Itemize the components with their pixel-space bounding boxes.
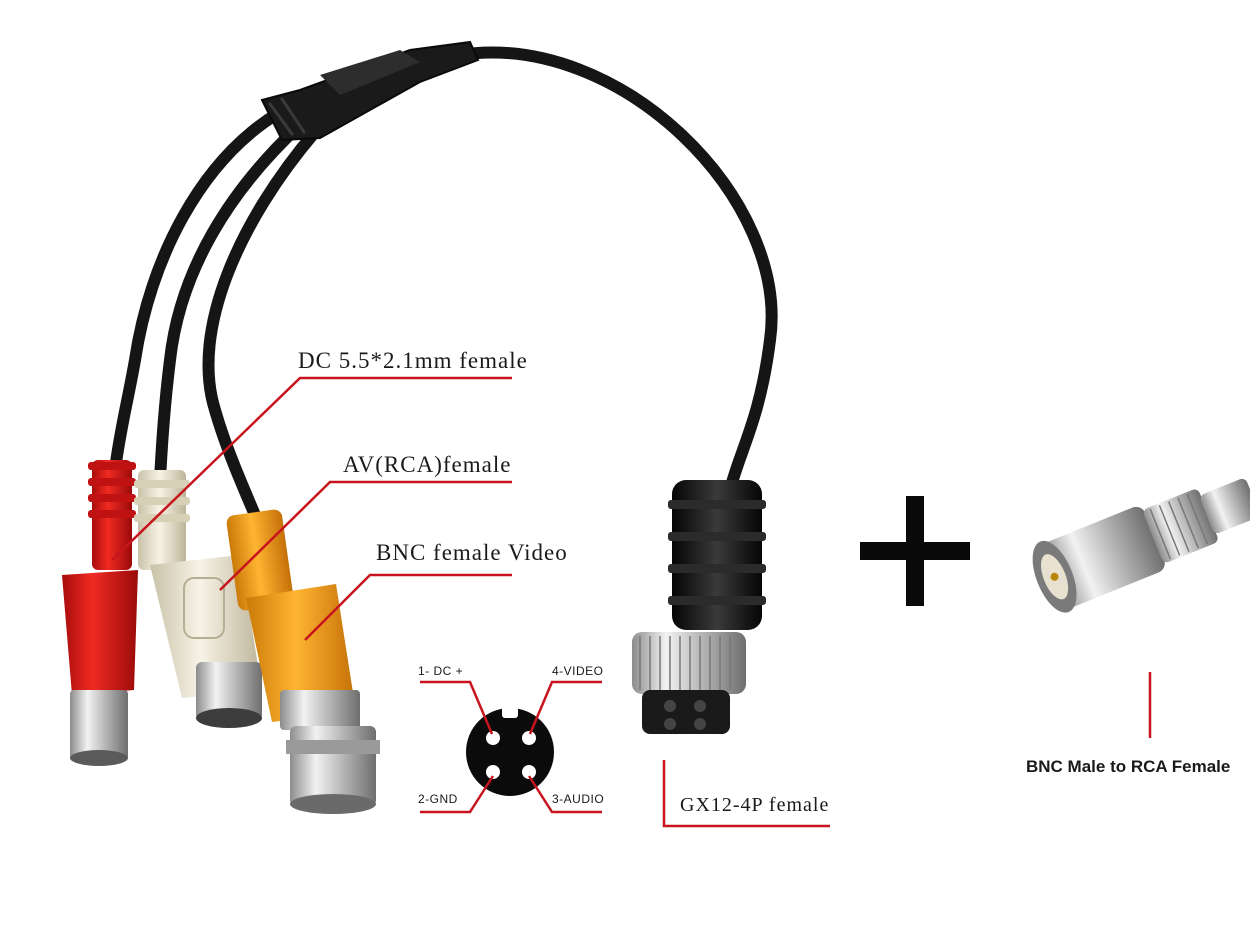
callout-lines — [111, 376, 1152, 828]
pinout-diagram — [466, 706, 554, 796]
dc-female-label: DC 5.5*2.1mm female — [298, 348, 528, 373]
pin4-label: 4-VIDEO — [552, 664, 604, 678]
plus-sign — [860, 496, 970, 606]
pin3-label: 3-AUDIO — [552, 792, 605, 806]
pin1-label: 1- DC + — [418, 664, 464, 678]
av-rca-female-label: AV(RCA)female — [343, 452, 512, 477]
dc-plug — [62, 460, 138, 766]
bnc-orange-connector — [226, 509, 380, 814]
rca-white-connector — [134, 470, 262, 728]
pin2-label: 2-GND — [418, 792, 458, 806]
bnc-adapter — [1032, 478, 1250, 613]
gx12-female-label: GX12-4P female — [680, 794, 830, 816]
bnc-female-video-label: BNC female Video — [376, 540, 568, 565]
cable-assembly — [109, 40, 778, 521]
gx12-connector — [632, 480, 766, 734]
bnc-adapter-label: BNC Male to RCA Female — [1026, 757, 1231, 776]
